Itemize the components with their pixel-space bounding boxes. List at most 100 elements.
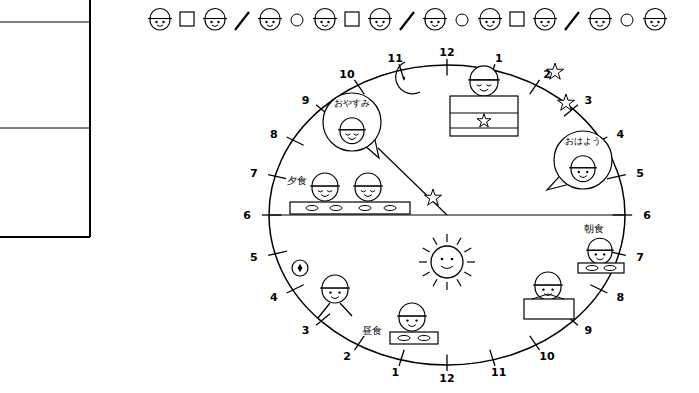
icon-box	[510, 12, 524, 26]
child-eye	[361, 191, 366, 192]
meal-label: 昼食	[361, 326, 383, 336]
sun-ray	[433, 279, 437, 286]
cap-brim	[423, 18, 447, 19]
cap-brim	[588, 18, 612, 19]
sun-ray	[457, 238, 461, 245]
meal-label: 朝食	[583, 224, 605, 234]
child-eye	[551, 288, 553, 290]
cap-brim	[353, 186, 383, 187]
cap-brim	[148, 18, 172, 19]
child-mouth	[480, 89, 488, 91]
cap-brim	[569, 167, 597, 168]
star-symbol	[477, 114, 491, 127]
child-cap	[312, 173, 338, 186]
child-eye	[430, 21, 432, 23]
child-mouth	[652, 25, 658, 27]
child-mouth	[579, 176, 586, 178]
border-line	[0, 236, 90, 238]
night-scene	[290, 62, 575, 214]
child-mouth	[597, 25, 603, 27]
sun-ray	[419, 261, 427, 262]
child-mouth	[348, 138, 355, 140]
hour-number: 8	[616, 291, 624, 302]
hour-number: 6	[643, 210, 651, 221]
plate	[359, 206, 371, 211]
child-eye	[586, 171, 588, 173]
hour-number: 4	[616, 128, 624, 139]
child-figure	[313, 9, 337, 31]
child-eye	[329, 291, 331, 293]
child-legs	[318, 303, 352, 318]
child-mouth	[596, 258, 603, 260]
child-eye	[210, 21, 212, 23]
hour-tick	[287, 137, 304, 145]
table-border	[0, 0, 90, 237]
sun-mouth	[441, 266, 453, 269]
sun-eye	[441, 258, 444, 261]
child-eye	[650, 21, 652, 23]
plate	[604, 266, 616, 271]
cap-brim	[533, 18, 557, 19]
plate	[418, 336, 430, 341]
child-eye	[375, 21, 377, 23]
star-symbol	[557, 94, 574, 110]
plate	[384, 206, 396, 211]
child-eye	[602, 21, 604, 23]
hour-tick	[354, 80, 364, 94]
child-eye	[477, 85, 482, 86]
child-mouth	[542, 25, 548, 27]
child-figure	[310, 173, 340, 201]
child-figure	[368, 9, 392, 31]
child-eye	[265, 21, 267, 23]
child-figure	[203, 9, 227, 31]
cap-brim	[313, 18, 337, 19]
soccer-ball	[292, 260, 308, 276]
hour-number: 2	[343, 351, 351, 362]
speech-bubble: おやすみ	[322, 92, 382, 152]
child-cap	[205, 9, 225, 19]
child-mouth	[377, 25, 383, 27]
icon-box	[180, 12, 194, 26]
hour-tick	[399, 350, 404, 366]
sun-ray	[464, 272, 471, 276]
child-mouth	[408, 325, 416, 327]
study-desk	[524, 299, 574, 319]
moon-eye	[403, 77, 405, 79]
ball-icon	[456, 14, 468, 26]
ball-icon	[291, 14, 303, 26]
hour-tick	[446, 355, 447, 372]
child-eye	[327, 191, 332, 192]
child-figure	[353, 173, 383, 201]
child-eye	[595, 253, 597, 255]
child-mouth	[322, 25, 328, 27]
child-eye	[162, 21, 164, 23]
child-figure	[569, 156, 597, 182]
meal-label: 夕食	[286, 176, 308, 186]
child-eye	[382, 21, 384, 23]
border-line	[89, 0, 91, 237]
sun-ray	[467, 261, 475, 262]
star-symbol	[424, 189, 441, 205]
child-mouth	[212, 25, 218, 27]
cap-brim	[338, 129, 366, 130]
child-eye	[318, 191, 323, 192]
hour-number: 5	[636, 167, 644, 178]
hour-tick	[607, 175, 626, 179]
moon-symbol	[396, 62, 420, 94]
hour-number: 8	[270, 128, 278, 139]
hour-tick	[530, 336, 540, 350]
hour-tick	[530, 80, 540, 94]
bubble-circle	[554, 131, 612, 189]
child-eye	[437, 21, 439, 23]
hour-tick	[268, 251, 287, 255]
child-cap	[340, 118, 364, 130]
hour-number: 9	[302, 94, 310, 105]
child-mouth	[157, 25, 163, 27]
day-scene	[292, 234, 624, 344]
hour-number: 3	[302, 325, 310, 336]
hour-tick	[490, 350, 495, 366]
pencil-icon	[565, 12, 579, 30]
child-figure	[478, 9, 502, 31]
child-eye	[486, 85, 491, 86]
